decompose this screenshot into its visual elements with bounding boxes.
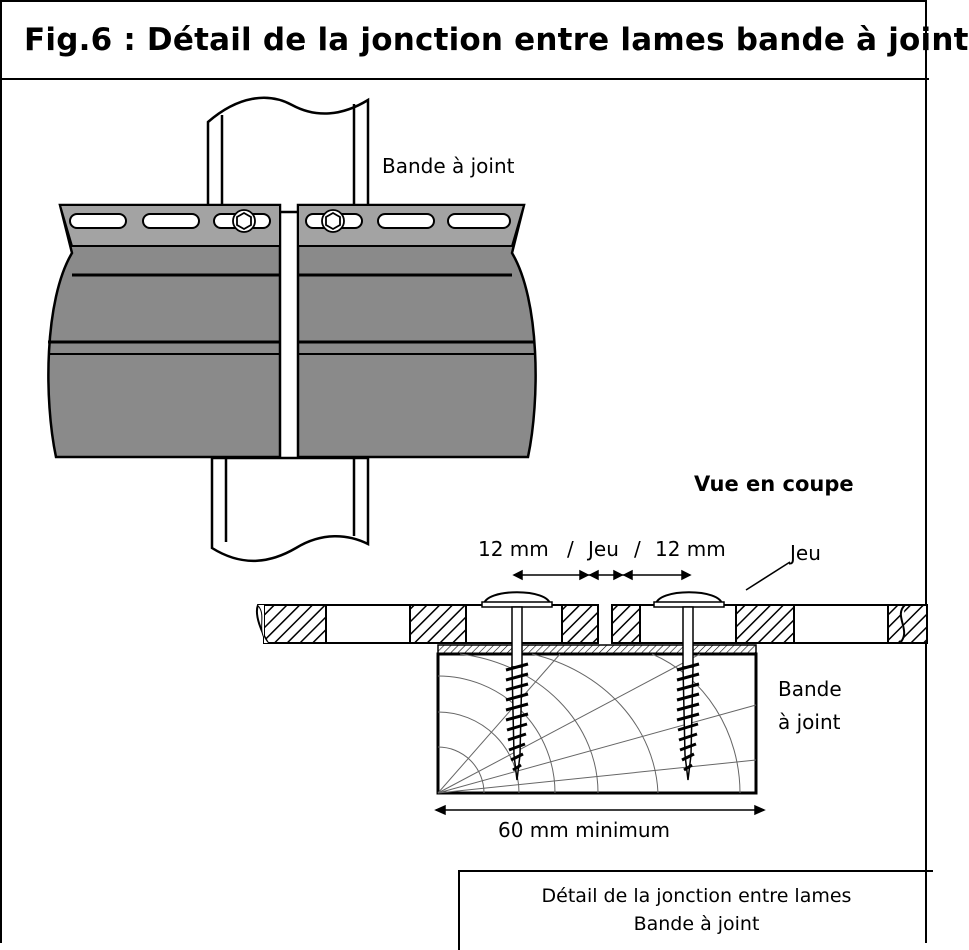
dimension-arrows [512,569,692,581]
dim-12mm-right: 12 mm [655,537,726,561]
slat-section [256,604,928,644]
dim-slash-1: / [567,537,574,561]
figure-title: Fig.6 : Détail de la jonction entre lame… [24,22,969,58]
screw-right-icon [653,591,725,781]
caption-line1: Détail de la jonction entre lames [541,885,852,907]
wood-block [436,652,758,795]
section-view: 12 mm / Jeu / 12 mm Jeu [256,537,928,842]
screw-left-icon [481,591,553,781]
caption-box: Détail de la jonction entre lames Bande … [458,870,933,950]
label-bande-a-joint: Bande à joint [382,154,515,178]
dim-slash-2: / [634,537,641,561]
jeu-callout-leader [745,561,791,591]
dim-jeu-center: Jeu [586,537,619,561]
dimension-60mm [434,804,766,816]
label-bande-section-line1: Bande [778,677,842,701]
label-60mm-minimum: 60 mm minimum [498,818,670,842]
label-vue-en-coupe: Vue en coupe [694,472,854,496]
jeu-callout-label: Jeu [788,541,821,565]
label-bande-section-line2: à joint [778,710,841,734]
left-slat [47,203,282,459]
screw-head-left-icon [232,209,256,233]
title-bar: Fig.6 : Détail de la jonction entre lame… [2,2,968,80]
joint-strip-front [206,96,370,562]
caption-line2: Bande à joint [633,913,760,935]
screw-head-right-icon [321,209,345,233]
technical-drawing: Bande à joint Vue en coupe 12 mm / Jeu /… [47,96,928,842]
dim-12mm-left: 12 mm [478,537,549,561]
right-slat [296,203,537,459]
front-view [47,96,537,562]
